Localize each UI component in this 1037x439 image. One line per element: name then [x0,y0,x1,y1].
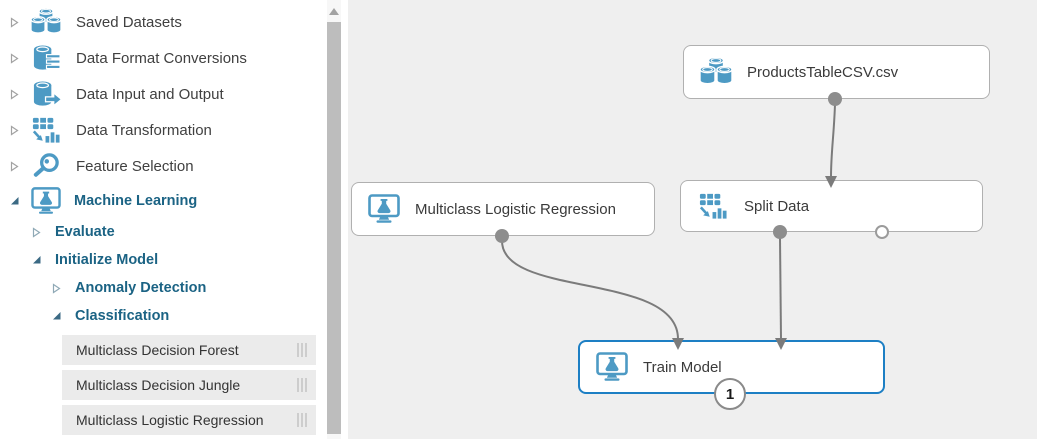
chevron-right-icon[interactable] [8,52,21,64]
node-algorithm[interactable]: Multiclass Logistic Regression [351,182,655,236]
chevron-expanded-icon[interactable] [50,311,63,321]
experiment-canvas[interactable]: ProductsTableCSV.csv Multiclass Logistic… [348,0,1037,439]
sidebar-item-saved-datasets[interactable]: Saved Datasets [0,4,327,40]
module-multiclass-decision-jungle[interactable]: Multiclass Decision Jungle [62,370,316,400]
sidebar-item-label: Anomaly Detection [75,280,207,296]
sidebar-item-data-transformation[interactable]: Data Transformation [0,112,327,148]
chevron-right-icon[interactable] [8,88,21,100]
sidebar-item-feature-selection[interactable]: Feature Selection [0,148,327,184]
machine-learning-icon [28,186,64,216]
output-port-train-badge[interactable]: 1 [714,378,746,410]
sidebar-item-data-input-output[interactable]: Data Input and Output [0,76,327,112]
drag-grip-icon [297,343,307,357]
module-label: Multiclass Logistic Regression [76,412,264,428]
output-port-split-right[interactable] [875,225,889,239]
sidebar-item-data-format-conversions[interactable]: Data Format Conversions [0,40,327,76]
module-multiclass-decision-forest[interactable]: Multiclass Decision Forest [62,335,316,365]
chevron-expanded-icon[interactable] [30,255,43,265]
sidebar-item-label: Machine Learning [74,193,198,209]
data-input-output-icon [28,79,64,109]
sidebar-item-machine-learning[interactable]: Machine Learning [0,184,327,218]
sidebar-item-label: Data Transformation [76,121,212,139]
edge-dataset-to-split [830,103,836,178]
node-split-data[interactable]: Split Data [680,180,983,232]
chevron-expanded-icon[interactable] [8,196,21,206]
node-label: Train Model [643,358,722,376]
sidebar-scrollbar[interactable] [327,0,341,439]
sidebar-item-label: Saved Datasets [76,13,182,31]
machine-learning-icon [366,193,402,225]
sidebar-item-label: Evaluate [55,224,115,240]
scrollbar-thumb[interactable] [327,22,341,434]
output-port-algorithm[interactable] [495,229,509,243]
chevron-right-icon[interactable] [8,16,21,28]
edge-algorithm-to-train [501,240,679,340]
edge-split-to-train [779,237,782,340]
sidebar-item-label: Data Input and Output [76,85,224,103]
module-multiclass-logistic-regression[interactable]: Multiclass Logistic Regression [62,405,316,435]
output-port-split-left[interactable] [773,225,787,239]
module-palette-sidebar: Saved Datasets Data Format Conversions [0,0,327,439]
drag-grip-icon [297,413,307,427]
node-dataset[interactable]: ProductsTableCSV.csv [683,45,990,99]
sidebar-item-evaluate[interactable]: Evaluate [0,218,327,246]
node-label: Multiclass Logistic Regression [415,200,616,218]
chevron-right-icon[interactable] [8,160,21,172]
sidebar-item-classification[interactable]: Classification [0,302,327,330]
sidebar-item-label: Data Format Conversions [76,49,247,67]
format-conversion-icon [28,43,64,73]
feature-selection-icon [28,151,64,181]
sidebar-item-label: Feature Selection [76,157,194,175]
node-label: Split Data [744,197,810,215]
sidebar-canvas-divider [341,0,348,439]
scroll-up-arrow-icon[interactable] [329,8,339,15]
sidebar-item-initialize-model[interactable]: Initialize Model [0,246,327,274]
sidebar-item-label: Initialize Model [55,252,159,268]
badge-number: 1 [725,385,735,403]
module-label: Multiclass Decision Forest [76,342,239,358]
node-label: ProductsTableCSV.csv [747,63,899,81]
split-data-icon [695,190,731,222]
chevron-right-icon[interactable] [50,282,63,294]
sidebar-item-anomaly-detection[interactable]: Anomaly Detection [0,274,327,302]
chevron-right-icon[interactable] [30,226,43,238]
machine-learning-icon [594,351,630,383]
datasets-icon [28,7,64,37]
dataset-icon [698,56,734,88]
drag-grip-icon [297,378,307,392]
data-transformation-icon [28,115,64,145]
output-port-dataset[interactable] [828,92,842,106]
chevron-right-icon[interactable] [8,124,21,136]
module-label: Multiclass Decision Jungle [76,377,241,393]
sidebar-item-label: Classification [75,308,170,324]
